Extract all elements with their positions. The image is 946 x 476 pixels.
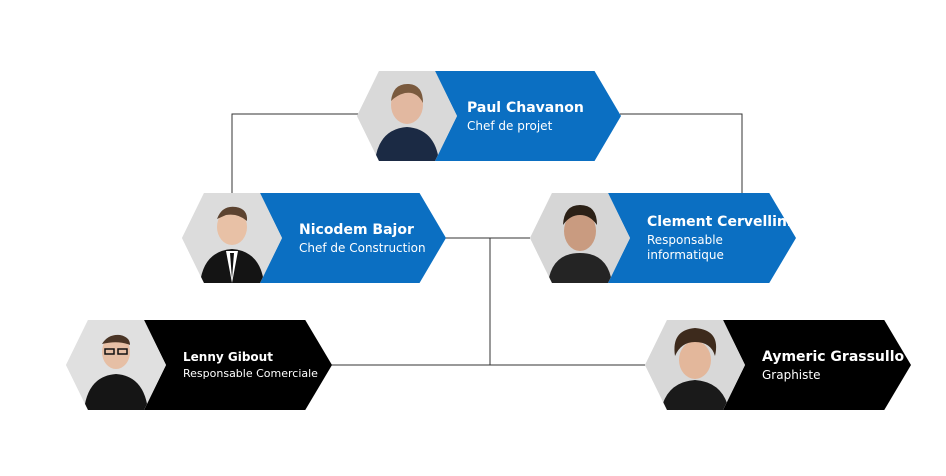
avatar-nicodem — [182, 193, 282, 283]
member-role: Chef de Construction — [299, 240, 426, 255]
avatar-lenny — [66, 320, 166, 410]
node-lenny-gibout: Lenny Gibout Responsable Comerciale — [66, 320, 332, 410]
node-lenny-text: Lenny Gibout Responsable Comerciale — [183, 320, 318, 410]
node-paul-chavanon: Paul Chavanon Chef de projet — [357, 71, 621, 161]
member-role: Graphiste — [762, 367, 821, 382]
node-aymeric-grassullo: Aymeric Grassullo Graphiste — [645, 320, 911, 410]
member-role: Chef de projet — [467, 118, 553, 133]
member-name: Aymeric Grassullo — [762, 348, 905, 365]
node-clement-text: Clement Cervellini Responsable informati… — [647, 193, 792, 283]
node-paul-label-bg — [432, 71, 621, 161]
node-aymeric-text: Aymeric Grassullo Graphiste — [762, 320, 904, 410]
node-nicodem-label-bg — [257, 193, 446, 283]
connector-paul-nicodem — [231, 113, 360, 193]
member-name: Lenny Gibout — [183, 350, 273, 364]
node-lenny-label-bg — [141, 320, 332, 410]
node-aymeric-label-bg — [720, 320, 911, 410]
connector-paul-clement — [620, 113, 743, 193]
member-role: Responsable informatique — [647, 233, 724, 262]
member-name: Clement Cervellini — [647, 214, 792, 230]
node-nicodem-bajor: Nicodem Bajor Chef de Construction — [182, 193, 446, 283]
member-role: Responsable Comerciale — [183, 367, 318, 380]
avatar-aymeric — [645, 320, 745, 410]
member-name: Paul Chavanon — [467, 99, 584, 116]
node-nicodem-text: Nicodem Bajor Chef de Construction — [299, 193, 426, 283]
avatar-paul — [357, 71, 457, 161]
node-clement-cervellini: Clement Cervellini Responsable informati… — [530, 193, 796, 283]
node-clement-label-bg — [605, 193, 796, 283]
member-name: Nicodem Bajor — [299, 221, 414, 238]
node-paul-text: Paul Chavanon Chef de projet — [467, 71, 584, 161]
avatar-clement — [530, 193, 630, 283]
